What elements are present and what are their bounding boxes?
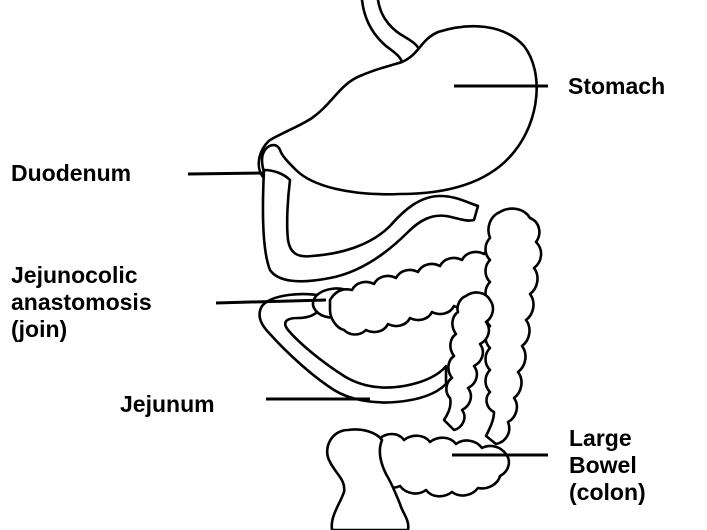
large-bowel-label-line-2: Bowel bbox=[569, 452, 646, 479]
large-bowel-label: Large Bowel (colon) bbox=[569, 425, 646, 506]
jejunocolic-anastomosis-label: Jejunocolic anastomosis (join) bbox=[11, 262, 152, 343]
stomach-label-text: Stomach bbox=[568, 73, 665, 100]
jejunocolic-label-line-2: anastomosis bbox=[11, 289, 152, 316]
stomach-label: Stomach bbox=[568, 73, 665, 100]
jejunum-label-text: Jejunum bbox=[120, 391, 215, 418]
jejunocolic-label-line-1: Jejunocolic bbox=[11, 262, 152, 289]
duodenum-label: Duodenum bbox=[11, 160, 131, 187]
stomach bbox=[259, 26, 537, 194]
jejunum-label: Jejunum bbox=[120, 391, 215, 418]
duodenum-label-text: Duodenum bbox=[11, 160, 131, 187]
esophagus bbox=[362, 0, 420, 62]
jejunocolic-label-line-3: (join) bbox=[11, 316, 152, 343]
duodenum-leader bbox=[188, 173, 264, 174]
large-bowel-label-line-3: (colon) bbox=[569, 479, 646, 506]
large-bowel-label-line-1: Large bbox=[569, 425, 646, 452]
